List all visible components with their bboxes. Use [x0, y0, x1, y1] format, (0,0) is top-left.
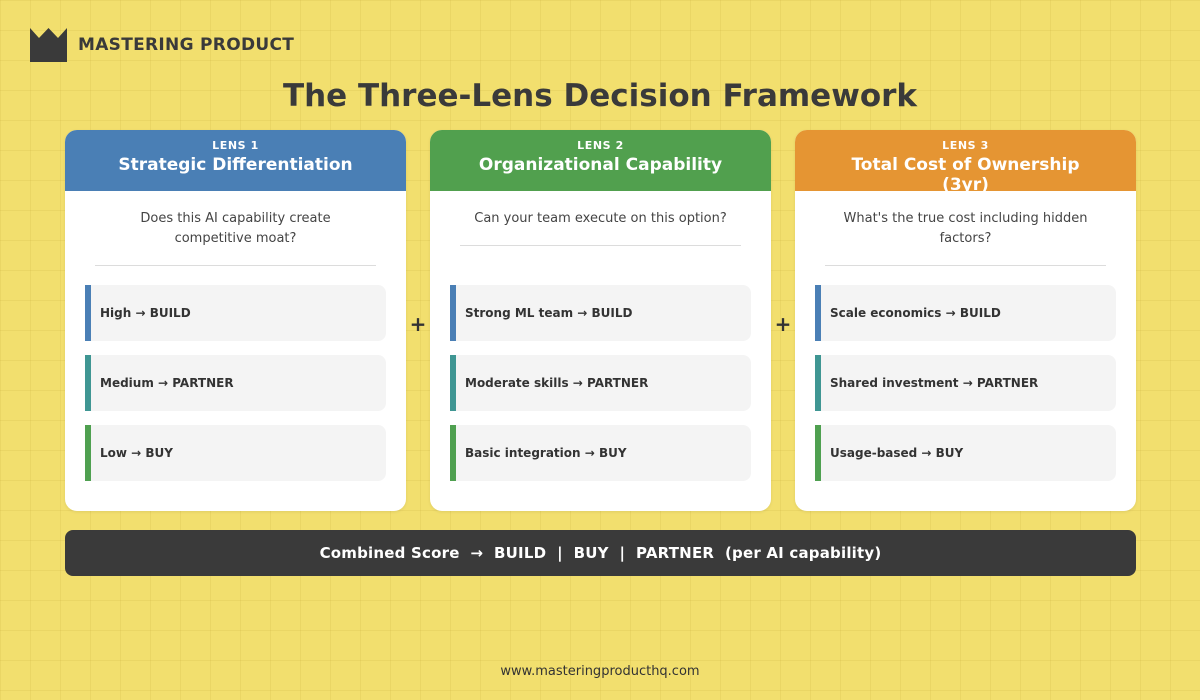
- option-label: Moderate skills → PARTNER: [465, 376, 649, 390]
- option-label: Basic integration → BUY: [465, 446, 627, 460]
- lens-question: What's the true cost including hidden fa…: [843, 211, 1088, 246]
- option-partner: Medium → PARTNER: [85, 355, 386, 411]
- plus-operator: +: [409, 312, 427, 336]
- lens-card-1: LENS 1 Strategic Differentiation Does th…: [65, 130, 406, 511]
- option-color-bar: [85, 285, 91, 341]
- option-label: High → BUILD: [100, 306, 191, 320]
- lens-question: Can your team execute on this option?: [474, 211, 727, 226]
- lens-label: LENS 2: [577, 139, 624, 152]
- lens-title: Organizational Capability: [478, 155, 723, 175]
- option-label: Scale economics → BUILD: [830, 306, 1001, 320]
- option-color-bar: [815, 425, 821, 481]
- option-label: Medium → PARTNER: [100, 376, 234, 390]
- option-buy: Basic integration → BUY: [450, 425, 751, 481]
- divider: [825, 265, 1106, 266]
- option-color-bar: [85, 425, 91, 481]
- divider: [95, 265, 376, 266]
- combined-score-bar: Combined Score → BUILD | BUY | PARTNER (…: [65, 530, 1136, 576]
- brand: MASTERING PRODUCT: [30, 28, 294, 62]
- divider: [460, 245, 741, 246]
- option-color-bar: [450, 425, 456, 481]
- option-label: Usage-based → BUY: [830, 446, 964, 460]
- crown-icon: [30, 28, 67, 62]
- option-color-bar: [815, 285, 821, 341]
- option-build: Strong ML team → BUILD: [450, 285, 751, 341]
- lens-header: LENS 2 Organizational Capability: [430, 130, 771, 191]
- option-label: Shared investment → PARTNER: [830, 376, 1039, 390]
- option-partner: Moderate skills → PARTNER: [450, 355, 751, 411]
- lens-label: LENS 1: [212, 139, 259, 152]
- option-color-bar: [450, 355, 456, 411]
- lens-header: LENS 1 Strategic Differentiation: [65, 130, 406, 191]
- brand-name: MASTERING PRODUCT: [78, 35, 295, 55]
- lens-label: LENS 3: [942, 139, 989, 152]
- footer-url[interactable]: www.masteringproducthq.com: [500, 664, 700, 679]
- option-color-bar: [815, 355, 821, 411]
- option-buy: Low → BUY: [85, 425, 386, 481]
- option-buy: Usage-based → BUY: [815, 425, 1116, 481]
- lens-card-2: LENS 2 Organizational Capability Can you…: [430, 130, 771, 511]
- option-label: Strong ML team → BUILD: [465, 306, 633, 320]
- option-color-bar: [450, 285, 456, 341]
- lens-card-3: LENS 3 Total Cost of Ownership (3yr) Wha…: [795, 130, 1136, 511]
- lens-header: LENS 3 Total Cost of Ownership (3yr): [795, 130, 1136, 191]
- option-build: Scale economics → BUILD: [815, 285, 1116, 341]
- page-title: The Three-Lens Decision Framework: [282, 78, 918, 114]
- lens-title: Strategic Differentiation: [118, 155, 353, 175]
- option-color-bar: [85, 355, 91, 411]
- plus-operator: +: [774, 312, 792, 336]
- lens-question: Does this AI capability create competiti…: [140, 211, 331, 246]
- option-build: High → BUILD: [85, 285, 386, 341]
- option-label: Low → BUY: [100, 446, 173, 460]
- option-partner: Shared investment → PARTNER: [815, 355, 1116, 411]
- lens-title: Total Cost of Ownership (3yr): [851, 155, 1080, 191]
